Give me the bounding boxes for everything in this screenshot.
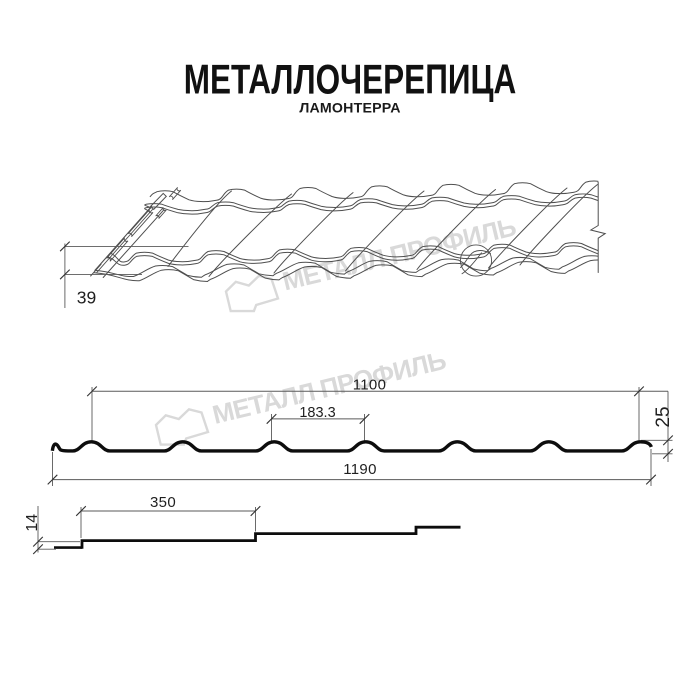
svg-text:ЛАМОНТЕРРА: ЛАМОНТЕРРА bbox=[299, 101, 400, 117]
svg-text:25: 25 bbox=[653, 406, 674, 427]
svg-text:1100: 1100 bbox=[353, 377, 386, 394]
svg-text:14: 14 bbox=[24, 514, 41, 532]
svg-text:39: 39 bbox=[77, 287, 96, 307]
svg-text:1190: 1190 bbox=[343, 461, 376, 478]
svg-text:183.3: 183.3 bbox=[299, 405, 335, 421]
svg-text:МЕТАЛЛОЧЕРЕПИЦА: МЕТАЛЛОЧЕРЕПИЦА bbox=[184, 55, 516, 103]
svg-text:350: 350 bbox=[150, 494, 176, 511]
